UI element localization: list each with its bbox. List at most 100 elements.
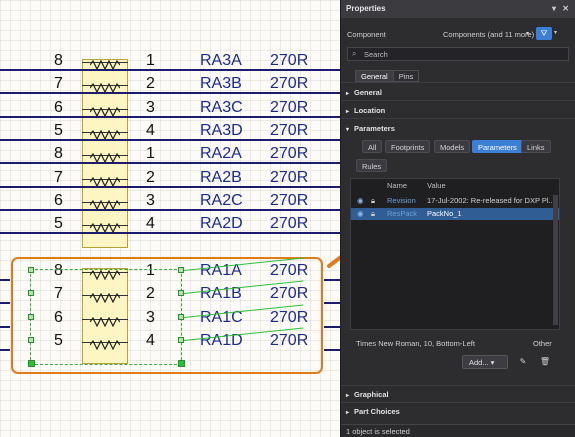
selection-handle[interactable] [178, 360, 185, 367]
pin-number-right[interactable]: 1 [146, 145, 155, 163]
edit-icon[interactable]: ✎ [519, 357, 527, 366]
pin-number-right[interactable]: 3 [146, 98, 155, 116]
table-row[interactable]: ◉ 🔒︎ ResPack PackNo_1 [351, 208, 559, 220]
net-wire[interactable] [0, 69, 340, 71]
lock-icon[interactable]: 🔒︎ [371, 209, 375, 218]
eye-icon[interactable]: ◉ [357, 196, 364, 205]
designator-label[interactable]: RA3D [200, 121, 243, 139]
table-row[interactable]: ◉ 🔒︎ Revision 17-Jul-2002: Re-released f… [351, 195, 559, 207]
schematic-canvas[interactable]: 8 1 RA3A 270R 7 2 RA3B 270R 6 3 RA3C 270R 5 4 RA3D 270R… [0, 0, 340, 437]
net-wire[interactable] [0, 208, 340, 211]
net-wire[interactable] [324, 348, 340, 351]
selection-handle[interactable] [28, 290, 34, 297]
pin-number-left[interactable]: 8 [54, 145, 63, 163]
pin-number-right[interactable]: 3 [146, 308, 155, 326]
delete-icon[interactable]: 🗑︎ [539, 357, 551, 366]
filter-button[interactable]: ⛛ [536, 27, 552, 40]
net-wire[interactable] [0, 162, 340, 165]
net-wire[interactable] [0, 92, 340, 95]
net-wire[interactable] [0, 279, 10, 281]
tab-pins[interactable]: Pins [392, 70, 420, 82]
pin-number-left[interactable]: 6 [54, 98, 63, 116]
pin-number-right[interactable]: 3 [146, 191, 155, 209]
param-filter-footprints[interactable]: Footprints [385, 140, 431, 153]
object-filter-dropdown[interactable]: Components (and 11 more) [443, 30, 535, 39]
chevron-down-icon[interactable]: ▾ [526, 31, 530, 37]
value-label[interactable]: 270R [270, 262, 309, 279]
selection-handle[interactable] [178, 267, 184, 273]
param-filter-rules[interactable]: Rules [356, 159, 388, 172]
net-wire[interactable] [0, 302, 10, 305]
net-wire[interactable] [0, 185, 340, 188]
selection-handle[interactable] [178, 290, 184, 297]
pin-number-left[interactable]: 8 [54, 262, 63, 279]
table-scrollbar[interactable] [553, 195, 558, 325]
value-label[interactable]: 270R [270, 331, 309, 349]
pin-number-left[interactable]: 6 [54, 308, 63, 326]
section-graphical[interactable]: ▸Graphical [341, 387, 575, 401]
net-wire[interactable] [0, 232, 340, 235]
tab-general[interactable]: General [355, 70, 394, 82]
section-part-choices[interactable]: ▸Part Choices [341, 404, 575, 418]
pin-number-left[interactable]: 8 [54, 52, 63, 69]
value-label[interactable]: 270R [270, 52, 309, 69]
value-label[interactable]: 270R [270, 308, 309, 326]
value-label[interactable]: 270R [270, 191, 309, 209]
add-button[interactable]: Add... ▾ [462, 355, 508, 369]
pin-number-left[interactable]: 6 [54, 191, 63, 209]
net-wire[interactable] [0, 325, 10, 328]
designator-label[interactable]: RA3B [200, 75, 242, 93]
net-wire[interactable] [324, 279, 340, 281]
pin-number-right[interactable]: 4 [146, 331, 155, 349]
panel-title-controls[interactable]: ▾ ✕ [552, 4, 571, 13]
designator-label[interactable]: RA2C [200, 191, 243, 209]
selection-handle[interactable] [28, 336, 34, 343]
pin-number-right[interactable]: 1 [146, 52, 155, 69]
param-filter-parameters[interactable]: Parameters [472, 140, 523, 153]
pin-number-left[interactable]: 5 [54, 215, 63, 233]
value-label[interactable]: 270R [270, 145, 309, 163]
selection-handle[interactable] [28, 267, 34, 273]
value-label[interactable]: 270R [270, 98, 309, 116]
pin-number-right[interactable]: 4 [146, 121, 155, 139]
designator-label[interactable]: RA2B [200, 168, 242, 186]
column-header-value[interactable]: Value [427, 181, 446, 190]
selection-handle[interactable] [28, 360, 35, 367]
selection-handle[interactable] [178, 336, 184, 343]
eye-icon[interactable]: ◉ [357, 209, 364, 218]
designator-label[interactable]: RA2D [200, 215, 243, 233]
designator-label[interactable]: RA3C [200, 98, 243, 116]
pin-number-left[interactable]: 5 [54, 121, 63, 139]
pin-number-right[interactable]: 4 [146, 215, 155, 233]
pin-number-right[interactable]: 2 [146, 285, 155, 303]
font-other-link[interactable]: Other [533, 339, 552, 348]
pin-number-right[interactable]: 2 [146, 168, 155, 186]
section-general[interactable]: ▸General [341, 85, 575, 99]
value-label[interactable]: 270R [270, 168, 309, 186]
search-input[interactable]: ⌕ Search [347, 47, 569, 61]
selection-handle[interactable] [28, 313, 34, 320]
pin-number-left[interactable]: 7 [54, 168, 63, 186]
pin-number-left[interactable]: 5 [54, 331, 63, 349]
net-wire[interactable] [0, 348, 10, 351]
pin-number-left[interactable]: 7 [54, 285, 63, 303]
resistor-pack-body[interactable] [82, 59, 128, 248]
param-filter-all[interactable]: All [362, 140, 383, 153]
font-info[interactable]: Times New Roman, 10, Bottom-Left [356, 339, 475, 348]
selection-handle[interactable] [178, 313, 184, 320]
value-label[interactable]: 270R [270, 75, 309, 93]
parameters-table[interactable]: Name Value ◉ 🔒︎ Revision 17-Jul-2002: Re… [350, 178, 560, 330]
param-filter-links[interactable]: Links [521, 140, 551, 153]
pin-number-right[interactable]: 1 [146, 262, 155, 279]
lock-icon[interactable]: 🔒︎ [371, 196, 375, 205]
net-wire[interactable] [0, 138, 340, 141]
value-label[interactable]: 270R [270, 121, 309, 139]
net-wire[interactable] [324, 302, 340, 305]
section-location[interactable]: ▸Location [341, 103, 575, 117]
value-label[interactable]: 270R [270, 285, 309, 303]
section-parameters[interactable]: ▾Parameters [341, 121, 575, 135]
param-filter-models[interactable]: Models [434, 140, 471, 153]
designator-label[interactable]: RA3A [200, 52, 242, 69]
chevron-down-icon[interactable]: ▾ [554, 30, 558, 36]
net-wire[interactable] [0, 115, 340, 118]
